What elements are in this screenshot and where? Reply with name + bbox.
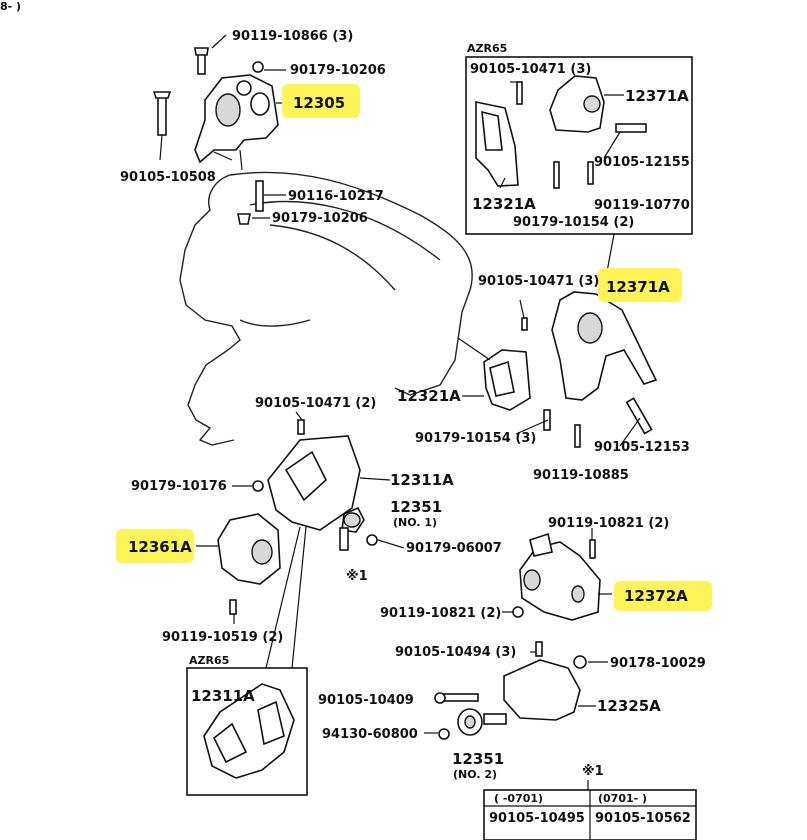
table-header-after-0701: (0701- ): [598, 792, 647, 805]
label-90105-10494: 90105-10494 (3): [395, 645, 516, 660]
label-12361a: 12361A: [128, 538, 192, 556]
label-90179-10176: 90179-10176: [131, 479, 227, 494]
engine-outline: [179, 171, 473, 446]
inset-azr65-top: [465, 56, 693, 235]
label-90105-10409: 90105-10409: [318, 693, 414, 708]
label-90105-10471-left: 90105-10471 (2): [255, 396, 376, 411]
inset-azr65-top-label: AZR65: [467, 42, 507, 55]
highlight-12372a: [614, 581, 712, 611]
inset-label-12371a: 12371A: [625, 87, 689, 105]
inset-label-90105-12155: 90105-12155: [594, 155, 690, 170]
table-mark-1: ※1: [582, 764, 604, 779]
label-mark-1: ※1: [346, 569, 368, 584]
corner-text: 8- ): [0, 0, 21, 13]
table-value-before-0701: 90105-10495: [489, 811, 585, 826]
inset-label-90179-10154: 90179-10154 (2): [513, 215, 634, 230]
inset-top-parts: [475, 75, 647, 189]
bracket-12325a-assembly: [434, 641, 587, 740]
label-12311a: 12311A: [390, 471, 454, 489]
label-94130-60800: 94130-60800: [322, 727, 418, 742]
label-90119-10821-bottom: 90119-10821 (2): [380, 606, 501, 621]
inset-label-12311a: 12311A: [191, 687, 255, 705]
label-90119-10821-top: 90119-10821 (2): [548, 516, 669, 531]
inset-azr65-bottom: [186, 667, 308, 796]
label-90179-10206-top: 90179-10206: [290, 63, 386, 78]
label-90116-10217: 90116-10217: [288, 189, 384, 204]
date-range-table: ( -0701) (0701- ) 90105-10495 90105-1056…: [483, 789, 697, 840]
label-90119-10866: 90119-10866 (3): [232, 29, 353, 44]
label-12351-bottom: 12351: [452, 750, 504, 768]
label-90105-10508: 90105-10508: [120, 170, 216, 185]
table-value-after-0701: 90105-10562: [595, 811, 691, 826]
inset-label-90105-10471: 90105-10471 (3): [470, 62, 591, 77]
highlight-12371a: [598, 268, 682, 302]
mount-12361a: [217, 513, 281, 615]
label-90105-10471-right: 90105-10471 (3): [478, 274, 599, 289]
label-90178-10029: 90178-10029: [610, 656, 706, 671]
mount-12371a-assembly: [483, 291, 658, 448]
label-90179-10206-mid: 90179-10206: [272, 211, 368, 226]
label-12372a: 12372A: [624, 587, 688, 605]
label-12371a: 12371A: [606, 278, 670, 296]
inset-azr65-bottom-label: AZR65: [189, 654, 229, 667]
mount-12305: [152, 47, 279, 171]
label-90179-06007: 90179-06007: [406, 541, 502, 556]
stud-and-nut: [237, 180, 264, 225]
table-header-before-0701: ( -0701): [494, 792, 543, 805]
label-90105-12153: 90105-12153: [594, 440, 690, 455]
highlight-12305: [282, 84, 360, 118]
inset-label-12321a: 12321A: [472, 195, 536, 213]
label-90179-10154: 90179-10154 (3): [415, 431, 536, 446]
mount-12311a-assembly: [252, 419, 378, 551]
label-90119-10885: 90119-10885: [533, 468, 629, 483]
label-12321a: 12321A: [397, 387, 461, 405]
inset-bottom-parts: [203, 683, 295, 779]
mount-12372a: [512, 532, 601, 621]
highlight-12361a: [116, 529, 194, 563]
label-12351-no2: (NO. 2): [453, 768, 497, 781]
inset-label-90119-10770: 90119-10770: [594, 198, 690, 213]
label-90119-10519: 90119-10519 (2): [162, 630, 283, 645]
label-12351-no1: (NO. 1): [393, 516, 437, 529]
label-12325a: 12325A: [597, 697, 661, 715]
label-12305: 12305: [293, 94, 345, 112]
label-12351-top: 12351: [390, 498, 442, 516]
